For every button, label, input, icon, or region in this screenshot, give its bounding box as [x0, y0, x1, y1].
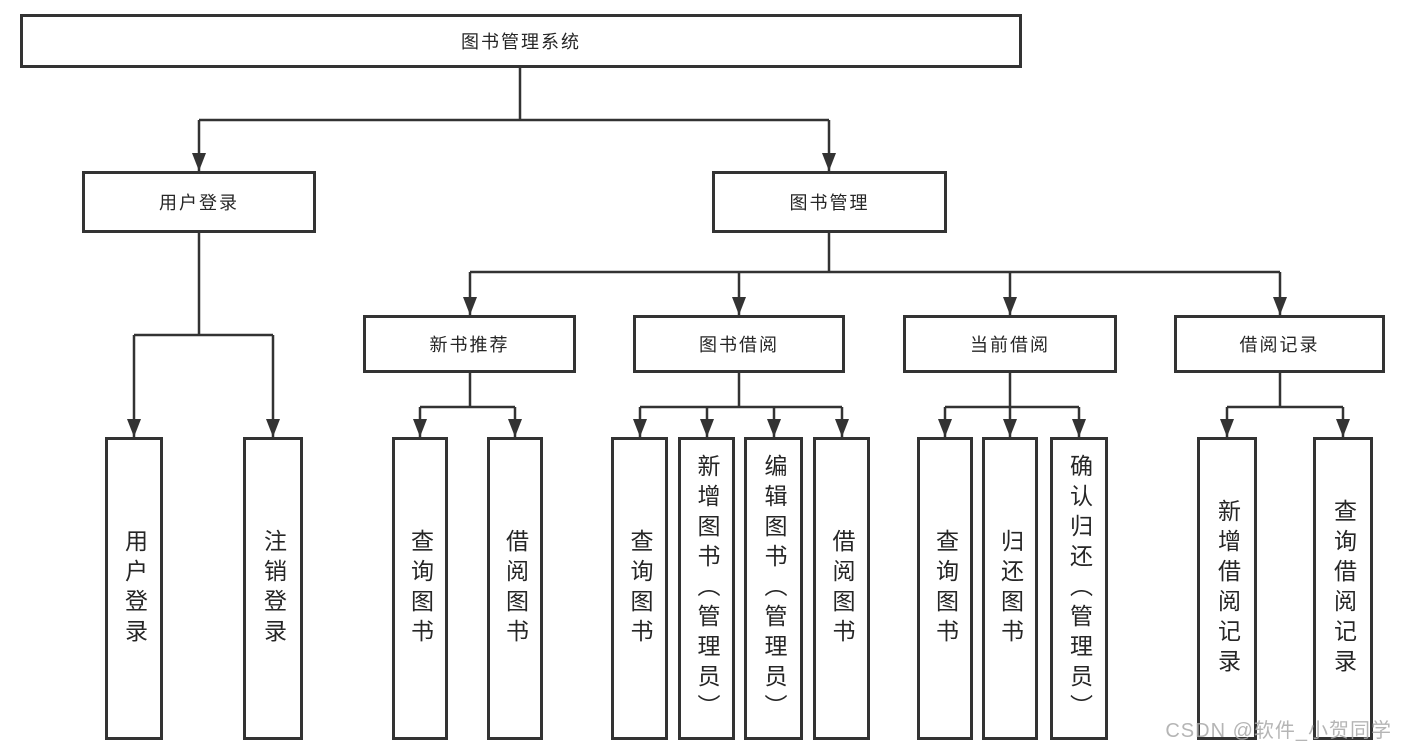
leaf-add-books-admin: 新增图书（管理员） — [678, 437, 735, 740]
csdn-watermark: CSDN @软件_小贺同学 — [1165, 720, 1392, 742]
leaf-edit-books-admin: 编辑图书（管理员） — [744, 437, 803, 740]
leaf-borrow-books: 借阅图书 — [813, 437, 870, 740]
leaf-search-books-current: 查询图书 — [917, 437, 973, 740]
leaf-add-borrow-record: 新增借阅记录 — [1197, 437, 1257, 740]
node-current-borrow: 当前借阅 — [903, 315, 1117, 373]
leaf-logout: 注销登录 — [243, 437, 303, 740]
leaf-search-books-recommend: 查询图书 — [392, 437, 448, 740]
node-user-login: 用户登录 — [82, 171, 316, 233]
leaf-return-books: 归还图书 — [982, 437, 1038, 740]
leaf-search-borrow-record: 查询借阅记录 — [1313, 437, 1373, 740]
leaf-confirm-return-admin: 确认归还（管理员） — [1050, 437, 1108, 740]
leaf-search-books-borrow: 查询图书 — [611, 437, 668, 740]
leaf-borrow-books-recommend: 借阅图书 — [487, 437, 543, 740]
node-book-borrow: 图书借阅 — [633, 315, 845, 373]
node-new-book-recommend: 新书推荐 — [363, 315, 576, 373]
node-root: 图书管理系统 — [20, 14, 1022, 68]
node-book-management: 图书管理 — [712, 171, 947, 233]
node-borrow-records: 借阅记录 — [1174, 315, 1385, 373]
leaf-user-login: 用户登录 — [105, 437, 163, 740]
